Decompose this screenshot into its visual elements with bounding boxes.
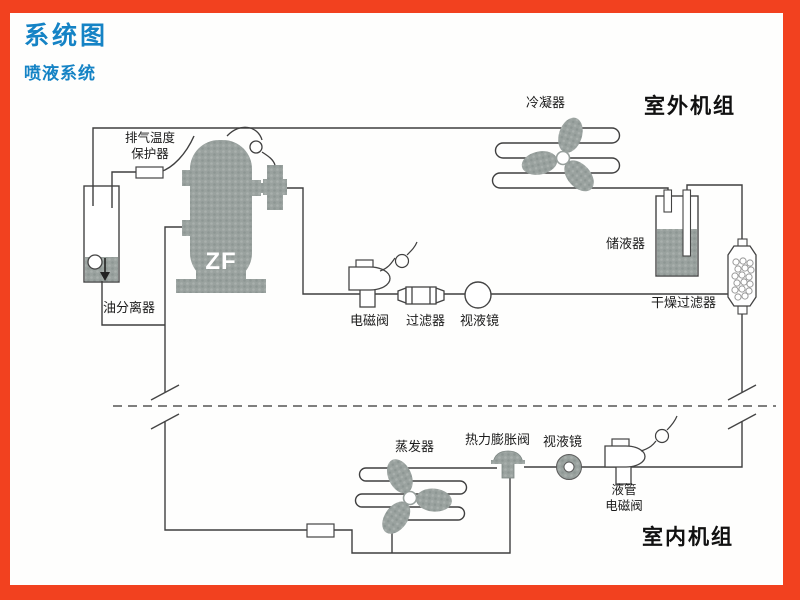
injection-line bbox=[284, 187, 729, 295]
discharge-temp-protector bbox=[135, 166, 164, 179]
compressor-top-capillary bbox=[226, 126, 276, 166]
suction-line bbox=[164, 226, 511, 554]
liquid-solenoid-label: 液管 电磁阀 bbox=[605, 483, 643, 514]
oil-separator-float bbox=[87, 254, 110, 281]
expansion-valve-label: 热力膨胀阀 bbox=[465, 432, 531, 447]
injection-filter-label: 过滤器 bbox=[406, 313, 446, 328]
compressor-model-label: ZF bbox=[205, 248, 237, 275]
injection-solenoid-capillary bbox=[379, 241, 418, 272]
liquid-line bbox=[524, 313, 743, 468]
liquid-receiver bbox=[655, 195, 699, 277]
sight-glass-indoor bbox=[556, 454, 582, 480]
evaporator-fan-icon bbox=[382, 459, 452, 534]
sight-glass-outdoor-label: 视液镜 bbox=[460, 313, 500, 328]
evaporator-coil bbox=[354, 467, 497, 553]
liquid-line-solenoid-valve bbox=[604, 438, 646, 485]
compressor bbox=[176, 140, 268, 293]
injection-solenoid-label: 电磁阀 bbox=[350, 313, 390, 328]
oil-return-line bbox=[101, 281, 165, 326]
condenser-fan-icon bbox=[521, 117, 594, 192]
pipe-break-marks bbox=[150, 384, 757, 430]
indoor-unit-label: 室内机组 bbox=[642, 526, 734, 549]
injection-service-valve bbox=[263, 165, 287, 210]
discharge-line bbox=[92, 127, 495, 206]
receiver-label: 储液器 bbox=[606, 236, 646, 251]
oil-separator bbox=[83, 185, 120, 283]
thermal-expansion-valve bbox=[491, 450, 525, 479]
txv-sensing-bulb bbox=[306, 523, 335, 538]
injection-filter bbox=[397, 286, 445, 305]
page-subtitle: 喷液系统 bbox=[24, 64, 96, 83]
down-arrow-icon bbox=[100, 272, 110, 281]
oil-separator-label: 油分离器 bbox=[103, 300, 156, 315]
page-title: 系统图 bbox=[24, 22, 109, 50]
liquid-solenoid-capillary bbox=[640, 415, 678, 452]
evaporator-label: 蒸发器 bbox=[395, 439, 435, 454]
filter-drier-label: 干燥过滤器 bbox=[651, 295, 717, 310]
sight-glass-outdoor bbox=[464, 281, 492, 309]
outdoor-unit-label: 室外机组 bbox=[644, 95, 736, 118]
filter-drier bbox=[727, 238, 757, 315]
receiver-tubes bbox=[663, 189, 692, 257]
discharge-temp-protector-label: 排气温度 保护器 bbox=[124, 131, 175, 162]
sight-glass-indoor-label: 视液镜 bbox=[543, 434, 583, 449]
injection-solenoid-valve bbox=[348, 259, 391, 308]
condenser-label: 冷凝器 bbox=[526, 95, 566, 110]
condenser-coil bbox=[491, 127, 669, 200]
